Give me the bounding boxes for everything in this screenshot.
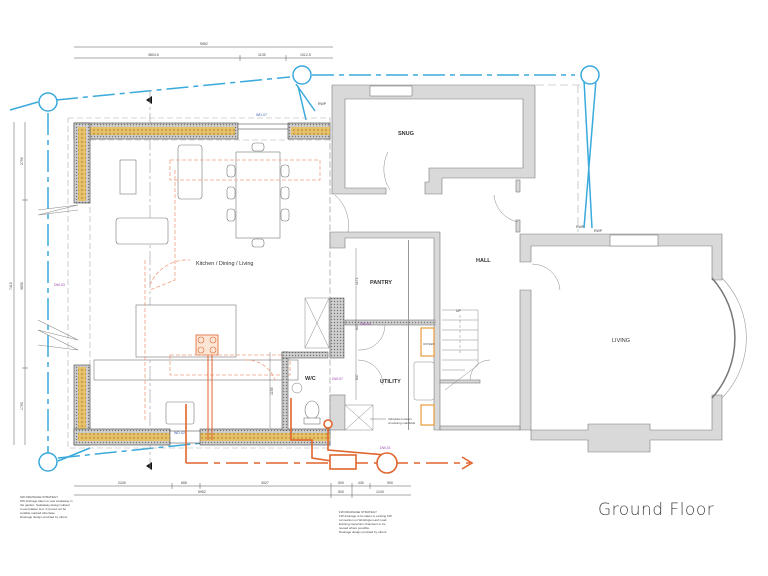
svg-text:FW drainage to be taken to exi: FW drainage to be taken to existing FW [339,514,392,518]
svg-text:connection on Workington-ash r: connection on Workington-ash road. [339,518,387,522]
tag-wd-top: WD-07 [256,113,267,117]
room-label-snug: SNUG [398,131,414,137]
existing-walls-dashed [144,159,321,420]
existing-manifold-note: Indicative location of existing manifold… [370,417,416,425]
foul-drainage-lines [185,355,474,474]
room-label-living: LIVING [612,338,630,344]
svg-text:suitable marked otherwise.: suitable marked otherwise. [20,511,56,515]
room-label-hall: HALL [476,258,491,264]
tag-rwp-2: RWP [576,225,585,229]
dim-utility: 847 [355,374,359,380]
svg-text:Drainage design provided by ot: Drainage design provided by others [339,530,387,534]
staircase [442,309,479,391]
dim-top-seg-3: 1012.5 [300,53,311,57]
living-window [609,234,659,247]
svg-text:the garden. Soakaway design su: the garden. Soakaway design subject [20,503,70,507]
tag-rwp-1: RWP [318,102,327,106]
room-label-kitchen: Kitchen / Dining / Living [196,261,253,267]
dim-left-seg-3: 1790 [20,402,24,410]
tag-dw-util: DW-01 [380,446,391,450]
svg-text:SW drainage taken to new soaka: SW drainage taken to new soakaway in [20,499,73,503]
svg-text:to percolation test, if proved: to percolation test, if proved not be [20,507,66,511]
dim-left-seg-1: 2790 [20,157,24,165]
tag-u-oven: U/OVEN [423,342,435,346]
top-dimensions [74,46,333,61]
kitchen-sink [165,401,195,425]
toilet [304,400,320,420]
svg-text:FW DRAINAGE STRATEGY: FW DRAINAGE STRATEGY [339,510,377,514]
existing-house-walls [329,84,723,453]
dim-bottom-3: 3027 [261,481,269,485]
kitchen-island [135,304,237,358]
furniture [93,142,299,425]
dim-left-overall: 7415 [9,282,13,290]
dim-bottom-r2-2: 500 [338,490,344,494]
dim-top-seg-1: 3804.5 [148,53,159,57]
dim-bottom-r2-1: 5952 [198,490,206,494]
inspection-chambers [38,65,600,472]
dim-bottom-1: 2240 [118,481,126,485]
dim-pantry-1: 1171 [355,277,359,285]
room-label-pantry: PANTRY [370,280,392,286]
dim-bottom-5: 430 [358,481,364,485]
section-markers [146,96,152,470]
sw-drainage-note: SW DRAINAGE STRATEGY SW drainage taken t… [20,495,73,519]
door-swings [334,151,561,386]
bay-window [711,277,736,399]
dining-table [235,151,281,239]
dim-bottom-2: 665 [181,481,187,485]
bottom-dimensions [74,483,411,498]
coffee-table [119,159,137,195]
room-label-wc: W/C [305,376,316,382]
dim-wc-v: 1156 [270,387,274,395]
dim-left-seg-2: 3835 [20,282,24,290]
dim-top-seg-2: 1135 [258,53,266,57]
left-dimensions [13,122,28,445]
svg-text:Indicative location: Indicative location [388,417,412,421]
tag-dw-pantry: DW-04 [360,322,371,326]
room-label-utility: UTILITY [380,379,401,385]
svg-text:Existing inspection chambers t: Existing inspection chambers to be [339,522,386,526]
svg-text:of existing manifolds: of existing manifolds [388,421,416,425]
tag-rwp-3: RWP [594,229,603,233]
extension-outline [67,117,331,449]
dim-top-overall: 5952 [200,42,208,46]
floor-title: Ground Floor [598,500,715,520]
bifold-door [37,204,79,351]
dim-bottom-r2-3: 1240 [376,490,384,494]
dim-bottom-6: 900 [387,481,393,485]
tag-dw-left: DW-03 [54,283,65,287]
wc-walls [281,297,345,431]
dim-pantry-2: 847 [355,324,359,330]
tag-up: UP [456,309,462,313]
sofa-vertical [177,144,203,200]
tag-wd-bottom: WD-02 [174,431,185,435]
svg-text:Drainage design provided by ot: Drainage design provided by others [20,515,68,519]
snug-window [369,85,413,97]
svg-text:reused where possible.: reused where possible. [339,526,370,530]
sofa [115,217,169,245]
hob [195,334,219,356]
fw-drainage-note: FW DRAINAGE STRATEGY FW drainage to be t… [339,510,392,534]
svg-text:SW DRAINAGE STRATEGY: SW DRAINAGE STRATEGY [20,495,58,499]
utility-fittings [344,327,435,431]
tag-dw-wc: DW-07 [332,377,343,381]
dim-bottom-4: 500 [338,481,344,485]
